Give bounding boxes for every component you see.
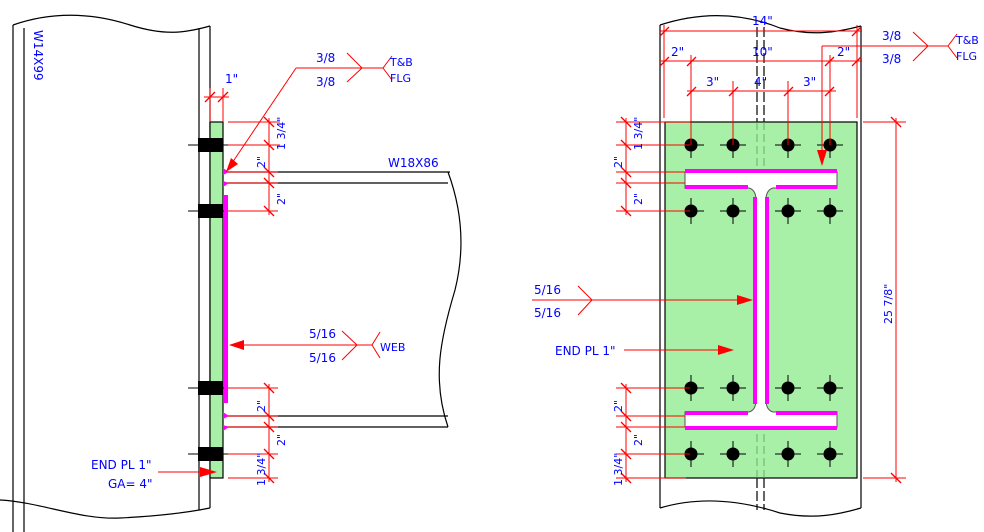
dim-label: 2" [632,193,645,205]
dim-label: 1 3/4" [255,453,268,486]
dim-inner-width: 10" [752,45,773,59]
beam-w18x86: W18X86 [223,156,462,428]
column-w14x99: W14X99 [0,14,211,532]
bolt-hole [684,381,698,395]
leader-arrow-icon [817,150,827,166]
beam-break-line [438,171,462,428]
weld-tail-line1: T&B [955,34,979,47]
weld-tail-line2: FLG [390,72,411,85]
weld-size-top: 3/8 [316,51,335,65]
bolt-hole [781,447,795,461]
bolt-hole [823,204,837,218]
note-end-plate: END PL 1" [555,344,616,358]
column-top-break-line [12,14,211,33]
beam-label: W18X86 [388,156,439,170]
dim-label: 2" [275,193,288,205]
end-height-dimension: 25 7/8" [863,116,906,484]
flange-weld-mark [223,181,229,187]
dim-bolt-spacing: 3" [706,75,719,89]
dim-edge-left: 2" [671,45,684,59]
dim-label: 1 3/4" [275,117,288,150]
side-bottom-dimensions: 2" 2" 1 3/4" [228,382,288,486]
weld-size-bottom: 3/8 [882,52,901,66]
plate-thickness-dimension: 1" [204,72,238,122]
note-arrow-icon [718,345,734,355]
end-plate-note: END PL 1" [555,344,734,358]
weld-tail: WEB [380,341,405,354]
bolt-side [198,138,223,152]
weld-tail-line2: FLG [956,50,977,63]
dim-label: 2" [612,400,625,412]
dim-overall-width: 14" [752,14,773,28]
dim-edge-right: 2" [837,45,850,59]
weld-size-bottom: 5/16 [534,306,561,320]
bolt-hole [726,447,740,461]
dim-label: 2" [255,400,268,412]
bolt-side [198,447,223,461]
dim-bolt-spacing: 3" [803,75,816,89]
column-bottom-break-line [0,499,211,519]
bolt-hole [684,204,698,218]
leader-arrow-icon [226,158,238,172]
web-weld-symbol-side: 5/16 5/16 WEB [229,327,405,365]
leader-arrow-icon [737,295,753,305]
dim-bolt-spacing: 4" [754,75,767,89]
weld-tail-line1: T&B [389,56,413,69]
bolt-hole [726,381,740,395]
flange-weld-mark [223,412,229,419]
flange-weld-symbol-end: 3/8 3/8 T&B FLG [817,29,979,166]
end-horizontal-dimensions: 14" 2" 10" 2" 3" 4" 3" [659,14,862,145]
bolt-hole [823,447,837,461]
weld-size-bottom: 5/16 [309,351,336,365]
dim-label: 2" [255,156,268,168]
flange-weld-mark [223,425,229,431]
dim-label: 2" [632,434,645,446]
bolt-hole [781,204,795,218]
dim-label: 1 3/4" [612,453,625,486]
dim-label: 2" [612,156,625,168]
bolt-hole [781,381,795,395]
weld-size-top: 5/16 [534,283,561,297]
dim-label: 1 3/4" [632,117,645,150]
leader-arrow-icon [229,340,244,350]
plate-thickness-label: 1" [225,72,238,86]
note-gage: GA= 4" [108,477,153,491]
note-end-plate: END PL 1" [91,458,152,472]
bolt-side [198,204,223,218]
flange-weld-symbol-side: 3/8 3/8 T&B FLG [225,51,413,173]
side-notes: END PL 1" GA= 4" [91,458,217,491]
weld-size-top: 3/8 [882,29,901,43]
bolt-hole [726,204,740,218]
dim-label: 2" [275,434,288,446]
weld-size-top: 5/16 [309,327,336,341]
dim-overall-height: 25 7/8" [882,284,895,324]
beam-section [684,169,838,430]
bolt-hole [684,447,698,461]
column-label: W14X99 [31,30,45,81]
bolt-hole [823,381,837,395]
weld-size-bottom: 3/8 [316,75,335,89]
note-arrow-icon [200,467,217,477]
side-top-dimensions: 1 3/4" 2" 2" [228,116,288,217]
end-left-dimensions: 1 3/4" 2" 2" 2" 2" 1 3/4" [612,116,690,486]
web-weld-symbol-end: 5/16 5/16 [532,283,753,320]
bolt-side [198,381,223,395]
column-bottom-break-line [659,500,862,517]
side-view: W14X99 W18X86 [0,14,462,532]
end-view: 14" 2" 10" 2" 3" 4" 3" [532,14,979,517]
end-plate-side [209,121,224,479]
